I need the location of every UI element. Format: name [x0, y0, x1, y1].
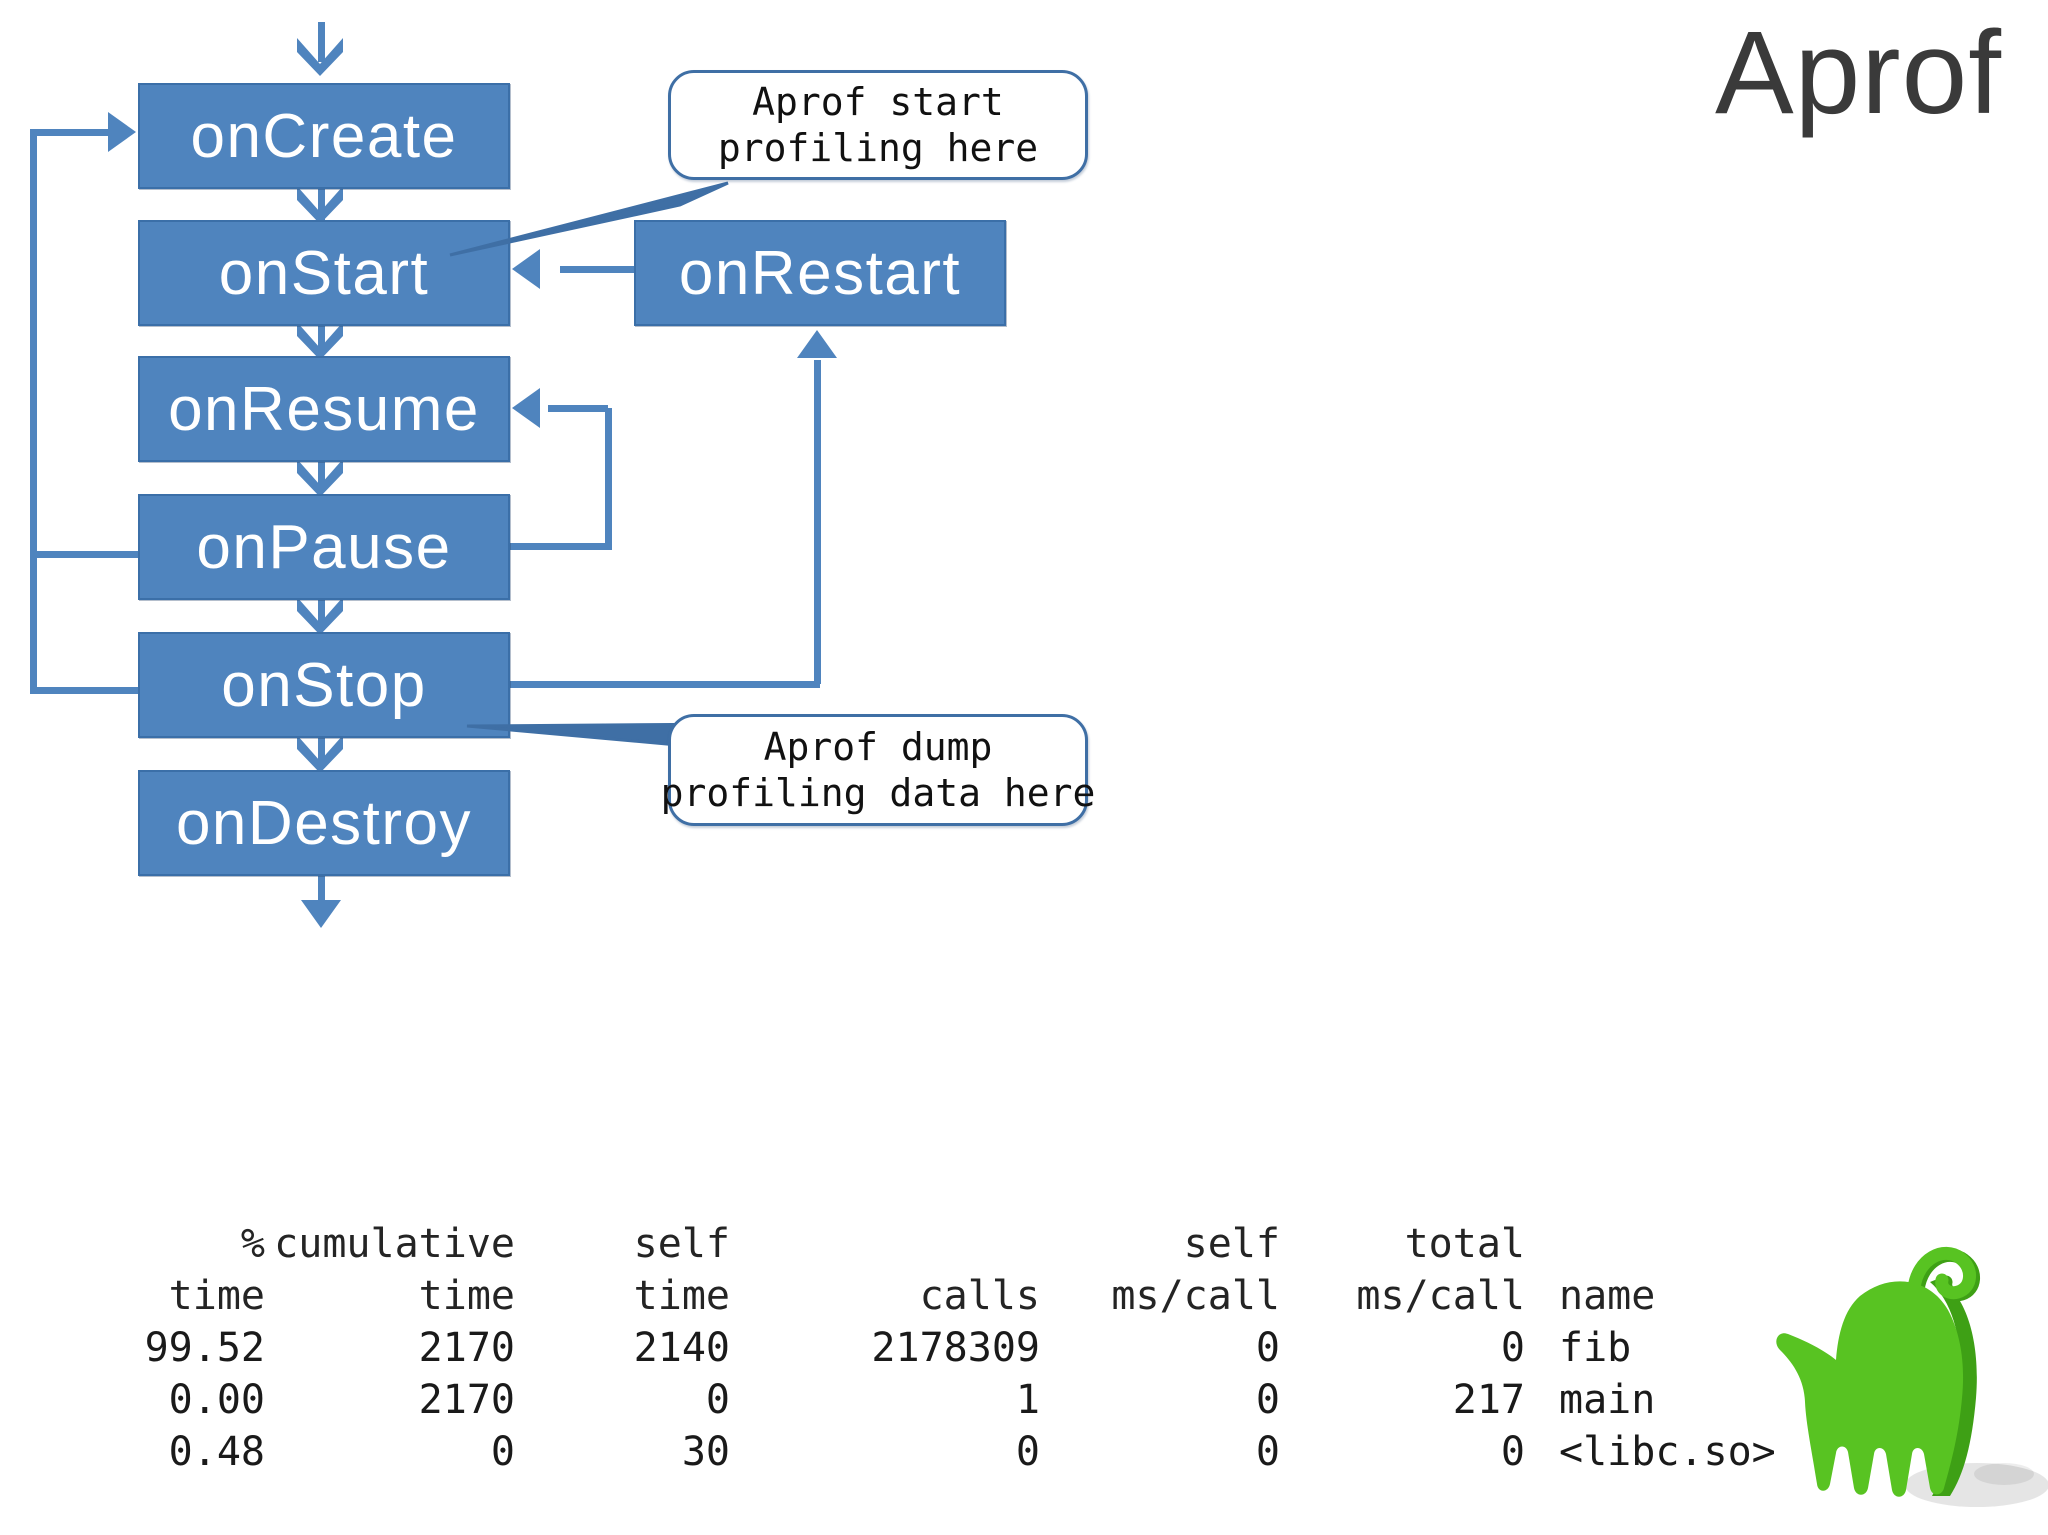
callout-tail-aprof-start	[449, 181, 729, 257]
connector-onpause-onstop	[318, 598, 325, 630]
page-title: Aprof	[1714, 7, 2002, 139]
profile-table-header-row-2: time time time calls ms/call ms/call nam…	[80, 1270, 1859, 1322]
lifecycle-box-onpause[interactable]: onPause	[138, 494, 510, 600]
cell-self-ms-per-call: 0	[1255, 1377, 1280, 1423]
connector-onpause-to-onresume-h1	[508, 543, 612, 550]
connector-onresume-onpause	[318, 460, 325, 492]
lifecycle-box-label: onStop	[221, 650, 427, 720]
arrowhead-into-onstart	[512, 249, 540, 289]
cell-calls: 2178309	[871, 1325, 1040, 1371]
android-green-blob-character-icon	[1776, 1246, 2048, 1507]
connector-onstart-onresume	[318, 322, 325, 354]
cell-calls: 0	[1015, 1429, 1040, 1475]
header-cell: name	[1559, 1273, 1656, 1319]
header-cell: time	[633, 1273, 730, 1319]
cell-total-ms-per-call: 0	[1500, 1325, 1525, 1371]
cell-cumulative-time: 0	[490, 1429, 515, 1475]
table-row: 0.00 2170 0 1 0 217 main	[80, 1374, 1859, 1426]
callout-line-2: profiling here	[717, 126, 1039, 170]
header-cell: self	[1183, 1221, 1280, 1267]
connector-onpause-loop-h	[36, 551, 140, 558]
callout-line-2: profiling data here	[660, 771, 1096, 815]
cell-total-ms-per-call: 217	[1452, 1377, 1525, 1423]
arrowhead-into-onrestart	[797, 330, 837, 358]
cell-name: main	[1559, 1377, 1656, 1423]
arrowhead-loop-into-oncreate	[108, 112, 136, 152]
lifecycle-box-onstop[interactable]: onStop	[138, 632, 510, 738]
cell-self-time: 0	[705, 1377, 730, 1423]
header-cell: ms/call	[1356, 1273, 1525, 1319]
lifecycle-box-ondestroy[interactable]: onDestroy	[138, 770, 510, 876]
cell-cumulative-time: 2170	[418, 1325, 515, 1371]
header-cell: calls	[919, 1273, 1040, 1319]
cell-self-time: 30	[681, 1429, 730, 1475]
header-cell: total	[1404, 1221, 1525, 1267]
arrowhead-ondestroy-exit	[301, 900, 341, 928]
lifecycle-box-onrestart[interactable]: onRestart	[634, 220, 1006, 326]
cell-cumulative-time: 2170	[418, 1377, 515, 1423]
lifecycle-box-label: onPause	[196, 512, 452, 582]
cell-total-ms-per-call: 0	[1500, 1429, 1525, 1475]
lifecycle-box-onresume[interactable]: onResume	[138, 356, 510, 462]
callout-aprof-dump[interactable]: Aprof dump profiling data here	[661, 714, 1095, 826]
connector-left-into-oncreate	[30, 129, 116, 136]
callout-aprof-start[interactable]: Aprof start profiling here	[668, 70, 1088, 180]
connector-onrestart-to-onstart	[560, 266, 638, 273]
cell-name: <libc.so>	[1559, 1429, 1776, 1475]
cell-name: fib	[1559, 1325, 1632, 1371]
header-cell: time	[418, 1273, 515, 1319]
arrowhead-onpause-onstop	[295, 593, 345, 637]
lifecycle-box-label: onRestart	[678, 238, 962, 308]
arrowhead-onstop-ondestroy	[295, 731, 345, 775]
arrowhead-entry-oncreate	[295, 34, 345, 78]
arrowhead-oncreate-onstart	[295, 182, 345, 226]
connector-entry-line	[318, 22, 325, 62]
lifecycle-box-label: onCreate	[190, 101, 458, 171]
lifecycle-box-label: onResume	[168, 374, 480, 444]
cell-calls: 1	[1015, 1377, 1040, 1423]
header-cell: ms/call	[1111, 1273, 1280, 1319]
cell-pct-time: 0.00	[168, 1377, 265, 1423]
header-cell: cumulative	[274, 1221, 515, 1267]
header-cell: self	[633, 1221, 730, 1267]
lifecycle-box-onstart[interactable]: onStart	[138, 220, 510, 326]
profile-table: % cumulative self self total time time t…	[80, 1218, 1859, 1478]
connector-onpause-to-onresume-h2	[548, 405, 608, 412]
lifecycle-box-label: onDestroy	[175, 788, 473, 858]
connector-onstop-to-onrestart-v	[814, 360, 821, 684]
arrowhead-into-onresume	[512, 388, 540, 428]
lifecycle-box-oncreate[interactable]: onCreate	[138, 83, 510, 189]
arrowhead-onstart-onresume	[295, 318, 345, 362]
connector-oncreate-onstart	[318, 188, 325, 220]
connector-onstop-to-onrestart-h	[508, 681, 820, 688]
table-row: 0.48 0 30 0 0 0 <libc.so>	[80, 1426, 1859, 1478]
callout-line-1: Aprof start	[752, 79, 1004, 124]
cell-self-ms-per-call: 0	[1255, 1429, 1280, 1475]
callout-line-1: Aprof dump	[763, 724, 993, 769]
connector-onstop-ondestroy	[318, 736, 325, 768]
cell-pct-time: 99.52	[144, 1325, 265, 1371]
header-cell: time	[168, 1273, 265, 1319]
table-row: 99.52 2170 2140 2178309 0 0 fib	[80, 1322, 1859, 1374]
connector-left-riser	[30, 132, 37, 694]
connector-onstop-loop-h	[36, 687, 140, 694]
header-cell: %	[240, 1221, 265, 1267]
header-cell	[730, 1218, 1040, 1270]
connector-ondestroy-exit	[318, 874, 325, 918]
lifecycle-box-label: onStart	[218, 238, 430, 308]
cell-self-ms-per-call: 0	[1255, 1325, 1280, 1371]
cell-self-time: 2140	[633, 1325, 730, 1371]
cell-pct-time: 0.48	[168, 1429, 265, 1475]
arrowhead-onresume-onpause	[295, 455, 345, 499]
profile-table-header-row-1: % cumulative self self total	[80, 1218, 1859, 1270]
connector-onpause-to-onresume-v	[605, 408, 612, 547]
